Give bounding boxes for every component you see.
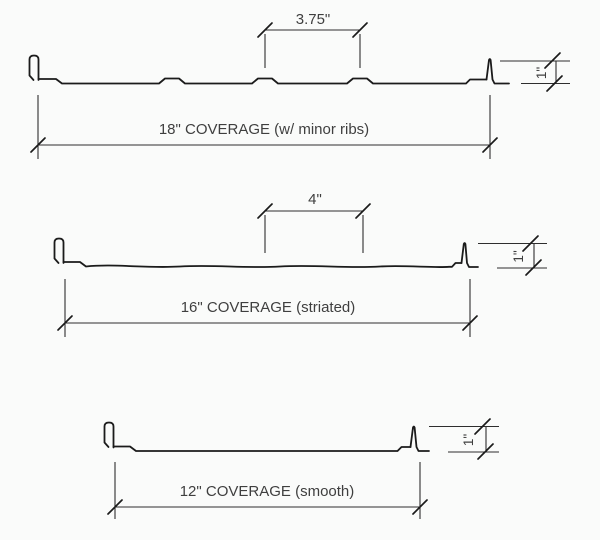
tick-mark [474,418,491,435]
panel-left-seam [28,54,40,81]
panel-18-section: 3.75" 1" 18" COVERAGE (w/ minor ribs) [28,11,570,159]
panel-pan-smooth [112,445,412,452]
panel-right-leg [485,58,510,85]
seam-height-dimension: 1" [500,52,570,92]
coverage-16-label: 16" COVERAGE (striated) [181,299,356,316]
coverage-18-label: 18" COVERAGE (w/ minor ribs) [159,121,369,138]
coverage-dimension: 18" COVERAGE (w/ minor ribs) [30,95,498,159]
panel-pan-striated [62,261,463,268]
coverage-dimension: 16" COVERAGE (striated) [57,279,478,337]
panel-left-seam [53,237,65,264]
tick-mark [482,137,498,153]
tick-mark [546,75,563,92]
seam-height-dimension: 1" [429,418,499,460]
seam-height-label: 1" [461,434,476,447]
tick-mark [257,22,273,38]
seam-height-dimension: 1" [478,235,547,276]
tick-mark [352,22,368,38]
rib-spacing-label: 3.75" [296,11,331,28]
tick-mark [477,443,494,460]
panel-right-leg [409,425,430,452]
tick-mark [107,499,123,515]
tick-mark [57,315,73,331]
panel-12-section: 1" 12" COVERAGE (smooth) [103,418,499,519]
tick-mark [544,52,561,69]
seam-height-label: 1" [511,250,526,263]
seam-height-label: 1" [534,67,549,80]
tick-mark [522,235,539,252]
flute-spacing-dimension: 4" [257,191,371,253]
tick-mark [525,259,542,276]
panel-right-leg [460,242,479,268]
tick-mark [412,499,428,515]
tick-mark [355,203,371,219]
tick-mark [257,203,273,219]
flute-spacing-label: 4" [308,191,322,208]
panel-left-seam [103,421,115,449]
tick-mark [30,137,46,153]
panel-pan-minor-ribs [37,77,488,85]
tick-mark [462,315,478,331]
coverage-dimension: 12" COVERAGE (smooth) [107,462,428,519]
coverage-12-label: 12" COVERAGE (smooth) [180,483,355,500]
panel-16-section: 4" 1" 16" COVERAGE (striated) [53,191,547,337]
rib-spacing-dimension: 3.75" [257,11,368,68]
